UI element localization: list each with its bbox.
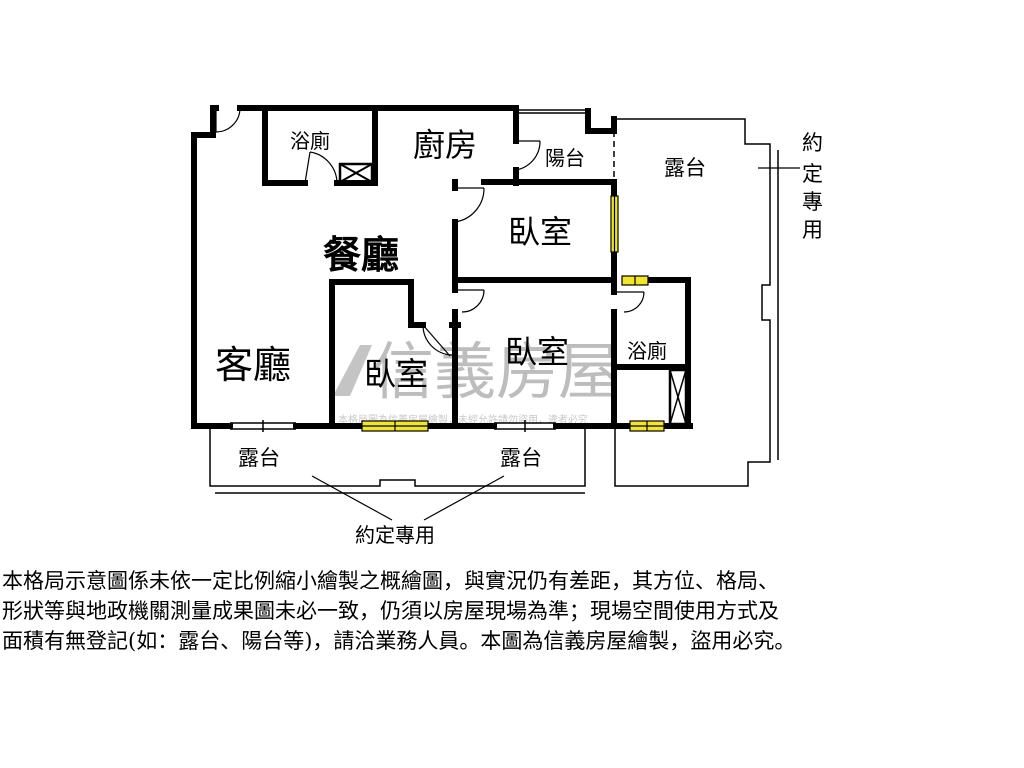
disclaimer: 本格局示意圖係未依一定比例縮小繪製之概繪圖，與實況仍有差距，其方位、格局、 形狀… [2, 566, 1022, 656]
room-labels: 浴廁 廚房 陽台 露台 臥室 餐廳 客廳 臥室 臥室 浴廁 露台 露台 約定專用… [215, 126, 823, 547]
label-bedroom-middle: 臥室 [505, 333, 569, 371]
label-terrace-right: 露台 [664, 156, 706, 180]
label-terrace-bottom-right: 露台 [500, 446, 542, 470]
sliding-doors [230, 420, 556, 432]
label-bedroom-small: 臥室 [364, 355, 428, 393]
label-kitchen: 廚房 [413, 126, 477, 164]
label-dining: 餐廳 [323, 232, 399, 277]
duct-box-icon [338, 162, 374, 184]
disclaimer-line-1: 本格局示意圖係未依一定比例縮小繪製之概繪圖，與實況仍有差距，其方位、格局、 [2, 569, 779, 593]
disclaimer-line-2: 形狀等與地政機關測量成果圖未必一致，仍須以房屋現場為準；現場空間使用方式及 [2, 599, 779, 623]
doors [215, 107, 645, 357]
label-balcony: 陽台 [545, 146, 585, 170]
fixtures [311, 131, 800, 521]
label-terrace-bottom-left: 露台 [238, 446, 280, 470]
exclusive-use-pointer-left [311, 475, 393, 521]
watermark-brand: 信義房屋 [372, 335, 620, 408]
windows [361, 195, 665, 432]
brand-logo-icon [333, 345, 372, 396]
label-exclusive-use-right-4: 用 [802, 218, 823, 242]
shower-box-icon [668, 368, 688, 426]
walls [191, 105, 693, 429]
label-bath2: 浴廁 [627, 339, 667, 363]
label-bedroom-upper: 臥室 [508, 213, 572, 251]
label-living: 客廳 [215, 343, 291, 387]
terrace-outlines [209, 109, 779, 494]
exclusive-use-pointer-right-bottom [423, 475, 505, 521]
label-exclusive-use-right-3: 專 [802, 190, 823, 214]
floor-plan: 信義房屋 本格局圖為信義房屋繪製，未經允許請勿盜用，違者必究 [191, 105, 823, 547]
label-exclusive-use-right-1: 約 [802, 131, 823, 155]
label-exclusive-use-bottom: 約定專用 [355, 523, 435, 547]
disclaimer-line-3: 面積有無登記(如：露台、陽台等)，請洽業務人員。本圖為信義房屋繪製，盜用必究。 [2, 629, 796, 653]
label-bath1: 浴廁 [290, 129, 330, 153]
label-exclusive-use-right-2: 定 [802, 162, 823, 186]
